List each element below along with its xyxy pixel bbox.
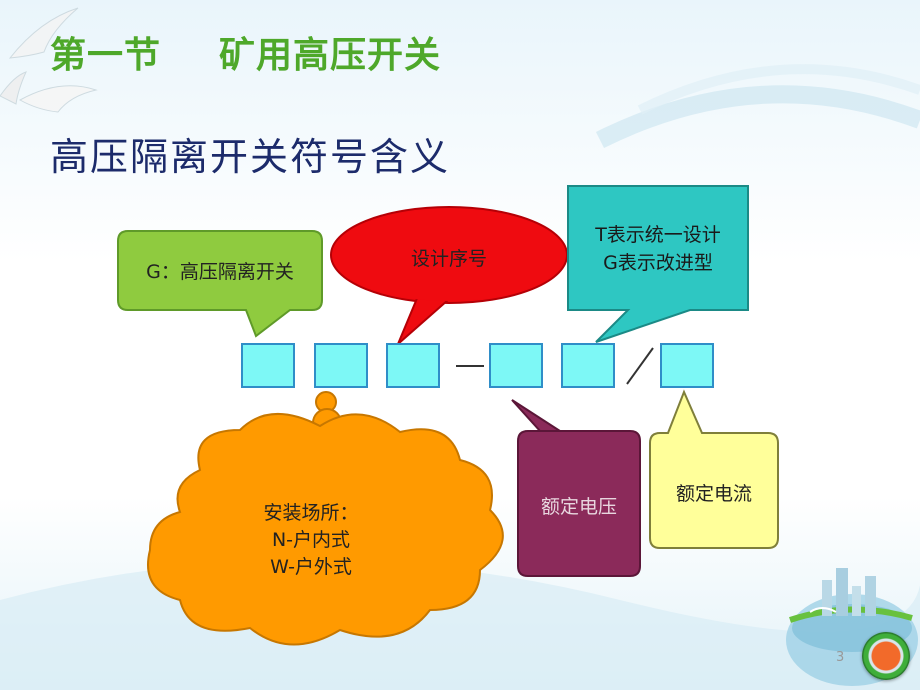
section-label: 第一节 bbox=[50, 35, 162, 76]
design-g-label: G表示改进型 bbox=[603, 252, 713, 274]
rated-current-label: 额定电流 bbox=[675, 483, 752, 505]
slide-subtitle: 高压隔离开关符号含义 bbox=[50, 135, 451, 179]
code-box-voltage bbox=[489, 343, 543, 388]
code-box-current bbox=[660, 343, 714, 388]
code-box-design-mod bbox=[561, 343, 615, 388]
maroon-callout-shape bbox=[511, 399, 641, 577]
install-n-label: N-户内式 bbox=[271, 529, 351, 551]
next-slide-button[interactable] bbox=[862, 632, 910, 680]
section-heading: 第一节 矿用高压开关 bbox=[50, 26, 441, 78]
install-w-label: W-户外式 bbox=[270, 556, 352, 578]
page-number: 3 bbox=[836, 650, 845, 665]
green-callout-shape bbox=[117, 230, 323, 338]
orange-cloud-shape bbox=[147, 391, 504, 646]
design-seq-label: 设计序号 bbox=[410, 248, 487, 270]
seagull-icon bbox=[0, 7, 98, 113]
slash-separator bbox=[626, 347, 654, 385]
code-box-design-seq bbox=[386, 343, 440, 388]
type-code-label: G：高压隔离开关 bbox=[146, 261, 294, 283]
teal-callout-shape bbox=[567, 185, 749, 343]
yellow-callout-shape bbox=[649, 389, 779, 549]
code-box-location bbox=[314, 343, 368, 388]
install-title-label: 安装场所： bbox=[263, 502, 359, 524]
section-title: 矿用高压开关 bbox=[219, 35, 442, 76]
rated-voltage-label: 额定电压 bbox=[540, 496, 617, 518]
design-t-label: T表示统一设计 bbox=[595, 224, 721, 246]
red-callout-shape bbox=[330, 206, 568, 345]
code-box-type bbox=[241, 343, 295, 388]
